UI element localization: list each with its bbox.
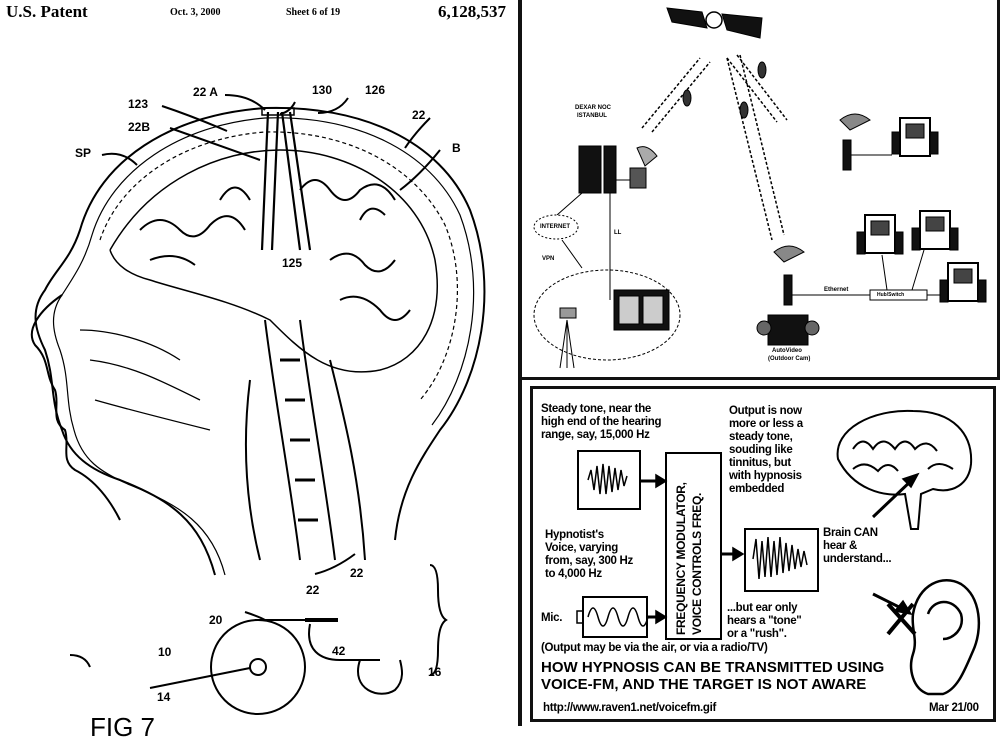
- patent-number: 6,128,537: [438, 2, 506, 21]
- internet-label: INTERNET: [540, 224, 570, 230]
- computer-icon: [939, 262, 987, 303]
- computer-icon: [911, 210, 959, 251]
- text-line: from, say, 300 Hz: [545, 555, 634, 567]
- voice-fm-diagram: Steady tone, near the high end of the he…: [530, 386, 996, 722]
- text-line: to 4,000 Hz: [545, 568, 602, 580]
- text-line: more or less a: [729, 418, 803, 430]
- callout-label: 42: [332, 644, 346, 658]
- patent-sheet: Sheet 6 of 19: [286, 7, 341, 18]
- callout-label: 16: [428, 665, 442, 679]
- callout-label: 125: [282, 256, 303, 270]
- text-line: Hypnotist's: [545, 529, 604, 541]
- ethernet-label: Ethernet: [824, 287, 849, 293]
- panel-divider: [518, 0, 522, 726]
- text-line: Brain CAN: [823, 527, 878, 539]
- text-line: souding like: [729, 444, 793, 456]
- vpn-label: VPN: [542, 256, 555, 262]
- dish-antenna-icon: [629, 146, 658, 189]
- text-line: understand...: [823, 553, 892, 565]
- steady-tone-text: Steady tone, near the high end of the he…: [541, 403, 662, 442]
- satellite-icon: [666, 7, 763, 39]
- hub-label: Hub/Switch: [877, 292, 905, 298]
- headline-line: HOW HYPNOSIS CAN BE TRANSMITTED USING: [541, 659, 885, 676]
- headline: HOW HYPNOSIS CAN BE TRANSMITTED USING VO…: [541, 659, 884, 693]
- callout-label: 22: [412, 108, 426, 122]
- callout-label: 22 A: [193, 85, 218, 99]
- output-note: (Output may be via the air, or via a rad…: [541, 642, 768, 654]
- callout-label: SP: [75, 146, 92, 160]
- callout-label: 14: [157, 690, 171, 704]
- output-description-text: Output is now more or less a steady tone…: [729, 405, 803, 496]
- text-line: Output is now: [729, 405, 802, 417]
- brain-icon: [836, 409, 973, 530]
- headline-line: VOICE-FM, AND THE TARGET IS NOT AWARE: [541, 676, 867, 693]
- computer-icon: [856, 214, 904, 255]
- modulator-text: FREQUENCY MODULATOR, VOICE CONTROLS FREQ…: [673, 455, 705, 635]
- callout-label: 10: [158, 645, 172, 659]
- noc-label: DEXAR NOC: [575, 105, 612, 111]
- ear-description-text: ...but ear only hears a "tone" or a "rus…: [727, 602, 802, 641]
- callout-label: 130: [312, 83, 333, 97]
- mic-label: Mic.: [541, 612, 563, 624]
- noc-city-label: ISTANBUL: [577, 113, 607, 119]
- computer-icon: [891, 117, 939, 157]
- patent-date: Oct. 3, 2000: [170, 7, 221, 18]
- ll-label: LL: [614, 230, 622, 236]
- text-line: FREQUENCY MODULATOR,: [674, 482, 688, 635]
- text-line: Voice, varying: [545, 542, 618, 554]
- text-line: embedded: [729, 483, 785, 495]
- callout-label: 22: [350, 566, 364, 580]
- network-illustration: [533, 7, 987, 369]
- steady-tone-waveform-box: [577, 450, 641, 510]
- text-line: Steady tone, near the: [541, 403, 652, 415]
- figure-label: FIG 7: [90, 712, 156, 742]
- head-cross-section-illustration: [30, 94, 486, 715]
- text-line: VOICE CONTROLS FREQ.: [690, 492, 704, 635]
- text-line: ...but ear only: [727, 602, 798, 614]
- callout-label: 20: [209, 613, 223, 627]
- internet-cloud-icon: [533, 214, 579, 240]
- blocked-x-icon: [886, 602, 917, 636]
- text-line: high end of the hearing: [541, 416, 662, 428]
- output-waveform-box: [744, 528, 819, 592]
- text-line: hears a "tone": [727, 615, 802, 627]
- remote-site-label: AutoVideo: [772, 348, 802, 354]
- text-line: range, say, 15,000 Hz: [541, 429, 650, 441]
- text-line: hear &: [823, 540, 857, 552]
- brain-description-text: Brain CAN hear & understand...: [823, 527, 892, 566]
- text-line: steady tone,: [729, 431, 793, 443]
- frequency-modulator-box: [665, 452, 722, 640]
- diagram-date: Mar 21/00: [929, 702, 979, 714]
- text-line: with hypnosis: [729, 470, 802, 482]
- callout-label: B: [452, 141, 461, 155]
- callout-label: 123: [128, 97, 149, 111]
- patent-title: U.S. Patent: [6, 2, 88, 21]
- callout-label: 22B: [128, 120, 151, 134]
- text-line: tinnitus, but: [729, 457, 791, 469]
- remote-site-sublabel: (Outdoor Cam): [768, 356, 811, 362]
- satellite-network-diagram: DEXAR NOC ISTANBUL INTERNET VPN LL Ether…: [522, 0, 1000, 380]
- text-line: or a "rush".: [727, 628, 787, 640]
- patent-drawing-panel: U.S. Patent Oct. 3, 2000 Sheet 6 of 19 6…: [6, 2, 506, 742]
- source-url: http://www.raven1.net/voicefm.gif: [543, 702, 717, 714]
- ear-icon: [909, 579, 981, 696]
- voice-description-text: Hypnotist's Voice, varying from, say, 30…: [545, 529, 633, 581]
- callout-label: 22: [306, 583, 320, 597]
- voice-fm-illustration: [576, 409, 981, 696]
- callout-label: 126: [365, 83, 386, 97]
